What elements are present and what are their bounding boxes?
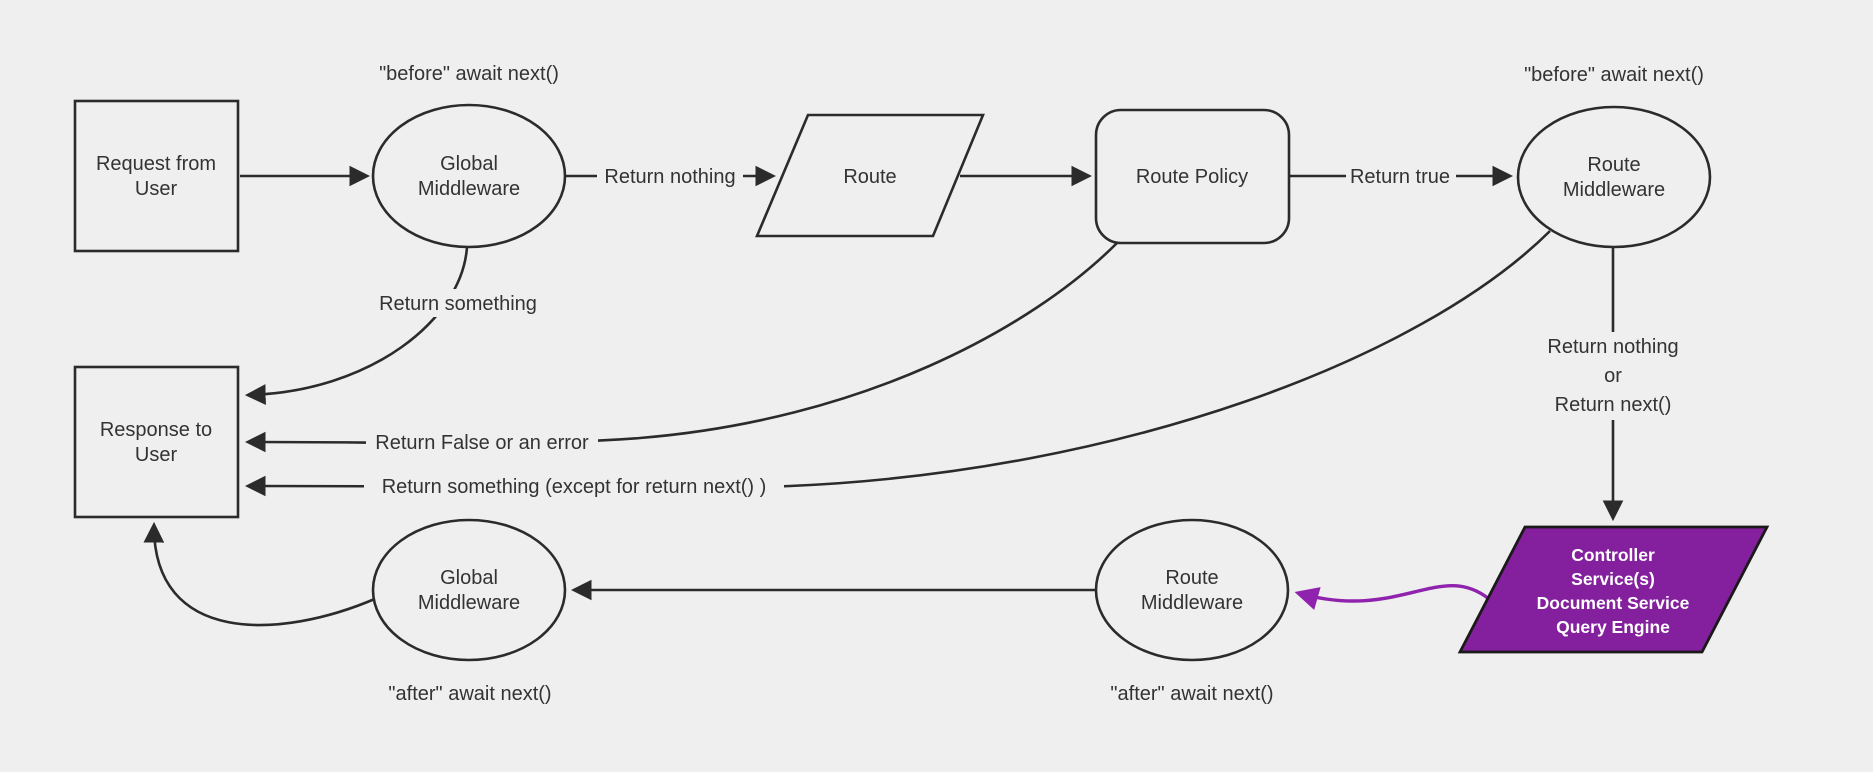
annotation-before-await-next-left: "before" await next(): [379, 63, 559, 85]
global-middleware-bottom-label-line1: Global: [440, 567, 498, 589]
request-from-user-label-line1: Request from: [96, 153, 216, 175]
edge-label-bg: [597, 162, 743, 190]
edge-label-return-nothing-or-line3: Return next(): [1555, 394, 1672, 416]
edge-label-return-false: Return False or an error: [375, 432, 589, 454]
response-to-user-box: [73, 365, 240, 519]
global-middleware-top-ellipse: [371, 103, 567, 249]
annotations: "before" await next() "before" await nex…: [379, 63, 1704, 705]
route-parallelogram: [755, 113, 985, 238]
global-middleware-top-label-line2: Middleware: [418, 178, 520, 200]
route-policy-label: Route Policy: [1136, 166, 1248, 188]
controller-services-label-line3: Document Service: [1537, 593, 1690, 613]
route-middleware-bottom-ellipse: [1094, 518, 1290, 662]
route-middleware-top-ellipse: [1516, 105, 1712, 249]
node-request-from-user: Request from User: [73, 99, 240, 253]
edge-label-return-true: Return true: [1350, 166, 1450, 188]
controller-services-label-line1: Controller: [1571, 545, 1655, 565]
node-response-to-user: Response to User: [73, 365, 240, 519]
edge-label-return-nothing-or-line2: or: [1604, 365, 1622, 387]
request-from-user-box: [73, 99, 240, 253]
edge-labels: Return nothing Return true Return someth…: [364, 162, 1688, 500]
edges: [143, 165, 1624, 627]
response-to-user-label-line1: Response to: [100, 419, 212, 441]
route-middleware-top-label-line2: Middleware: [1563, 179, 1665, 201]
annotation-after-await-next-left: "after" await next(): [388, 683, 551, 705]
annotation-after-await-next-right: "after" await next(): [1110, 683, 1273, 705]
route-middleware-bottom-label-line1: Route: [1165, 567, 1218, 589]
node-controller-services: Controller Service(s) Document Service Q…: [1457, 525, 1770, 654]
controller-services-parallelogram: [1457, 525, 1770, 654]
edge-label-bg: [1346, 162, 1456, 190]
annotation-before-await-next-right: "before" await next(): [1524, 64, 1704, 86]
edge-label-bg: [1538, 332, 1688, 420]
edge-label-return-something-except: Return something (except for return next…: [382, 476, 767, 498]
controller-services-label-line4: Query Engine: [1556, 617, 1670, 637]
edge-label-bg: [371, 289, 545, 317]
route-middleware-bottom-label-line2: Middleware: [1141, 592, 1243, 614]
global-middleware-bottom-ellipse: [371, 518, 567, 662]
edge-route-policy-to-response: [244, 242, 1118, 453]
edge-global-middleware-to-response: [244, 246, 469, 405]
edge-label-return-something: Return something: [379, 293, 537, 315]
node-route-middleware-bottom: Route Middleware: [1094, 518, 1290, 662]
node-route: Route: [755, 113, 985, 238]
global-middleware-bottom-label-line2: Middleware: [418, 592, 520, 614]
controller-services-label-line2: Service(s): [1571, 569, 1655, 589]
node-route-policy: Route Policy: [1094, 108, 1291, 245]
global-middleware-top-label-line1: Global: [440, 153, 498, 175]
edge-label-return-nothing-or-line1: Return nothing: [1547, 336, 1678, 358]
edge-label-bg: [366, 428, 598, 456]
edge-global-middleware-to-response-bottom: [143, 521, 378, 627]
route-policy-box: [1094, 108, 1291, 245]
edge-label-return-nothing: Return nothing: [604, 166, 735, 188]
node-global-middleware-top: Global Middleware: [371, 103, 567, 249]
edge-controller-to-route-middleware-purple: [1294, 583, 1491, 610]
route-label: Route: [843, 166, 896, 188]
route-middleware-top-label-line1: Route: [1587, 154, 1640, 176]
node-global-middleware-bottom: Global Middleware: [371, 518, 567, 662]
node-route-middleware-top: Route Middleware: [1516, 105, 1712, 249]
request-from-user-label-line2: User: [135, 178, 178, 200]
response-to-user-label-line2: User: [135, 444, 178, 466]
edge-label-bg: [364, 472, 784, 500]
